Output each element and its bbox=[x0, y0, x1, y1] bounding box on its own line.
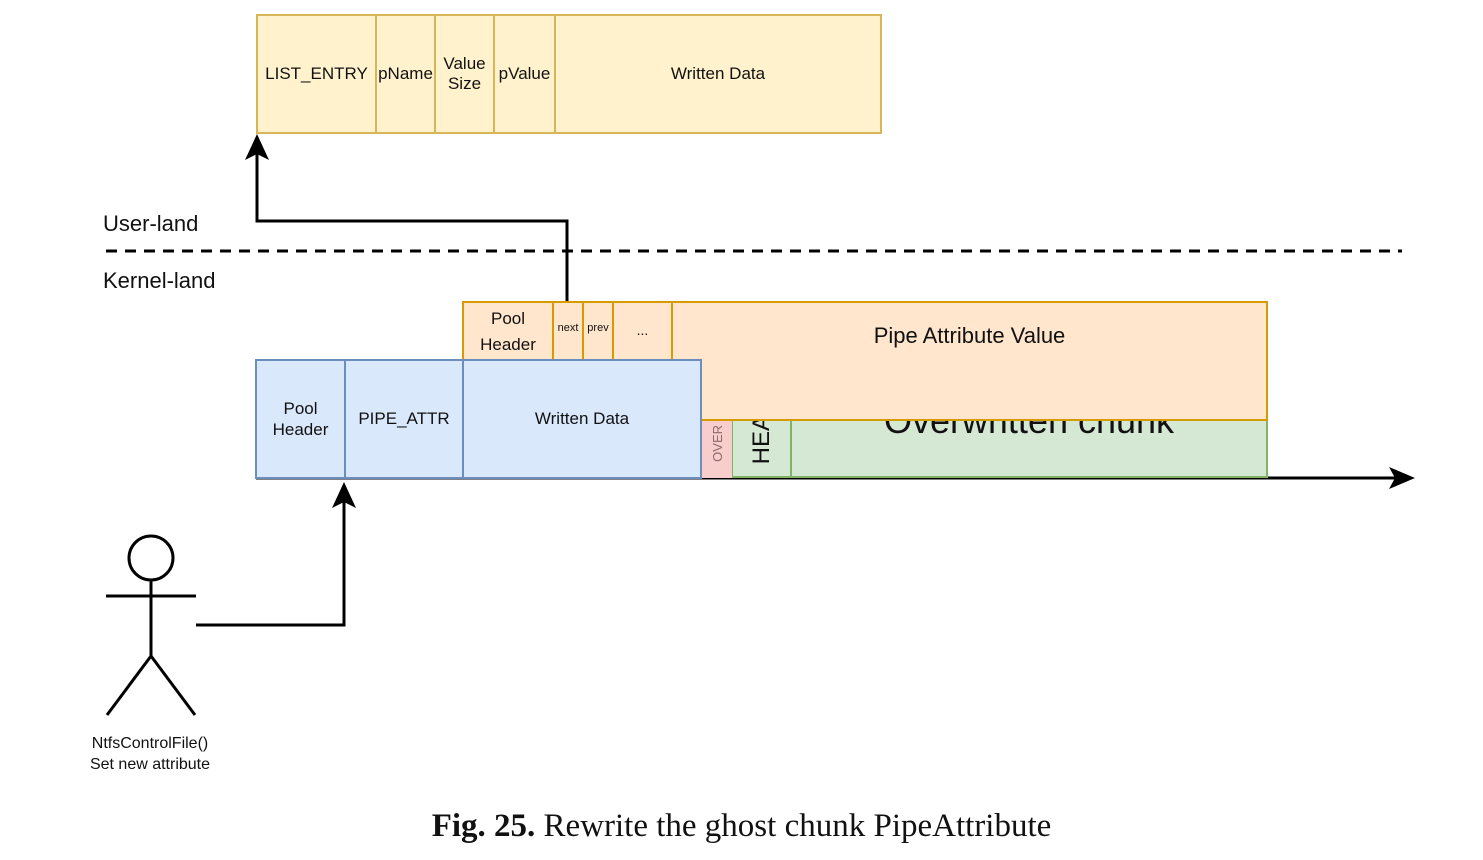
next-to-userland-arrowhead bbox=[245, 134, 269, 160]
memory-axis-arrowhead bbox=[1389, 467, 1415, 489]
ghost-ellipsis-label: ... bbox=[636, 322, 649, 338]
pipe-attribute-value-label: Pipe Attribute Value bbox=[873, 323, 1066, 348]
userland-list-entry-cell: LIST_ENTRY bbox=[256, 14, 377, 134]
userland-pname-cell: pName bbox=[375, 14, 436, 134]
pname-label: pName bbox=[378, 64, 433, 83]
actor-stick-figure-icon bbox=[105, 534, 197, 716]
userland-pvalue-cell: pValue bbox=[493, 14, 556, 134]
pipe-attr-cell: PIPE_ATTR bbox=[344, 359, 464, 479]
value-size-label-line1: Value bbox=[443, 54, 486, 73]
new-pool-header-line2: Header bbox=[272, 420, 329, 439]
ghost-pool-header-cell: Pool Header bbox=[462, 301, 554, 363]
overwritten-header-label: HEA bbox=[747, 414, 775, 464]
new-written-data-label: Written Data bbox=[534, 409, 630, 428]
actor-label-line2: Set new attribute bbox=[89, 756, 211, 773]
ghost-ellipsis-cell: ... bbox=[612, 301, 673, 363]
figure-caption-text: Rewrite the ghost chunk PipeAttribute bbox=[543, 808, 1052, 844]
ghost-pool-header-line1: Pool bbox=[490, 309, 526, 328]
new-pool-header-line1: Pool bbox=[283, 399, 318, 418]
next-to-userland-arrow bbox=[255, 150, 569, 302]
overflow-label: OVER bbox=[709, 425, 725, 462]
value-size-label-line2: Size bbox=[447, 74, 482, 93]
actor-label-line1: NtfsControlFile() bbox=[91, 735, 209, 752]
actor-to-pipe-attr-arrowhead bbox=[332, 482, 356, 508]
new-written-data-cell: Written Data bbox=[462, 359, 702, 479]
figure-caption: Fig. 25. Rewrite the ghost chunk PipeAtt… bbox=[0, 808, 1483, 845]
actor-label: NtfsControlFile() Set new attribute bbox=[60, 733, 240, 775]
pvalue-label: pValue bbox=[498, 64, 551, 83]
actor-to-pipe-attr-arrow bbox=[196, 498, 346, 627]
pipe-attr-label: PIPE_ATTR bbox=[358, 409, 450, 428]
figure-number: Fig. 25. bbox=[431, 808, 536, 844]
userland-value-size-cell: Value Size bbox=[434, 14, 495, 134]
list-entry-label: LIST_ENTRY bbox=[265, 64, 368, 83]
kernel-land-label: Kernel-land bbox=[103, 268, 216, 293]
pipe-attribute-value-cell: Pipe Attribute Value bbox=[671, 301, 1268, 421]
ghost-pool-header-line2: Header bbox=[480, 335, 536, 354]
user-land-label: User-land bbox=[103, 211, 199, 236]
userland-written-data-label: Written Data bbox=[670, 64, 766, 83]
userland-written-data-cell: Written Data bbox=[554, 14, 882, 134]
ghost-next-label: next bbox=[557, 322, 579, 334]
new-pool-header-cell: Pool Header bbox=[255, 359, 346, 479]
ghost-prev-cell: prev bbox=[582, 301, 614, 363]
ghost-prev-label: prev bbox=[587, 322, 609, 334]
ghost-next-cell: next bbox=[552, 301, 584, 363]
